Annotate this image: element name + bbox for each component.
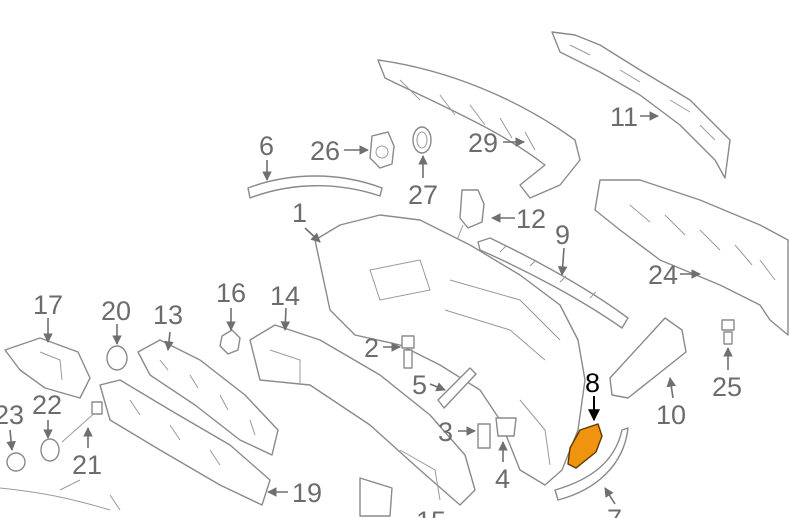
stud-part	[61, 401, 103, 443]
callout-23: 23	[0, 400, 24, 430]
callout-24: 24	[648, 260, 678, 290]
callout-21: 21	[72, 450, 102, 480]
sensor-ring-part	[412, 126, 432, 154]
callout-22: 22	[32, 390, 62, 420]
cap-part	[40, 438, 60, 462]
callout-4: 4	[495, 464, 510, 494]
callout-6: 6	[259, 131, 274, 161]
nut-part	[219, 329, 241, 355]
diffuser-upper-part	[377, 59, 581, 199]
fastener-part	[721, 319, 735, 345]
callout-8: 8	[585, 368, 600, 398]
callout-3: 3	[438, 417, 453, 447]
clip-nut-part	[495, 417, 517, 437]
callout-7: 7	[607, 504, 622, 518]
callout-19: 19	[292, 478, 322, 508]
reflector-strip-part	[477, 237, 629, 329]
upper-trim-strip-part	[551, 31, 731, 179]
grommet-part	[106, 345, 128, 371]
side-trim-part	[609, 317, 687, 399]
screw-part	[477, 423, 491, 449]
small-nut-part	[6, 452, 26, 472]
impact-bar-part	[249, 324, 476, 506]
wiring-harness-part	[0, 479, 121, 511]
callout-26: 26	[310, 136, 340, 166]
lower-strip-part	[554, 427, 629, 501]
callout-2: 2	[364, 333, 379, 363]
bolt-part	[401, 335, 415, 369]
callout-5: 5	[412, 370, 427, 400]
highlighted-bracket-part	[567, 423, 603, 469]
license-plate-holder-part	[359, 477, 393, 517]
energy-absorber-part	[137, 339, 279, 456]
trim-strip-part	[247, 175, 383, 199]
callout-14: 14	[270, 281, 300, 311]
callout-27: 27	[408, 180, 438, 210]
clip-part	[437, 367, 477, 409]
diffuser-lower-part	[594, 179, 789, 336]
callout-16: 16	[216, 278, 246, 308]
callout-10: 10	[656, 400, 686, 430]
callout-20: 20	[101, 296, 131, 326]
callout-29: 29	[468, 128, 498, 158]
callout-15: 15	[416, 506, 446, 518]
callout-11: 11	[610, 102, 638, 132]
callout-13: 13	[153, 300, 183, 330]
callout-1: 1	[292, 198, 307, 228]
leader-lines	[6, 111, 733, 505]
side-bracket-part	[4, 337, 91, 399]
callout-25: 25	[712, 372, 742, 402]
bracket-part	[454, 189, 485, 246]
callout-labels: 1 2 3 4 5 6 7 8 9 10 11 12 13 14 15 16 1…	[0, 102, 742, 518]
sensor-holder-part	[369, 131, 395, 169]
callout-12: 12	[516, 204, 546, 234]
lower-absorber-part	[99, 379, 271, 506]
callout-9: 9	[555, 220, 570, 250]
callout-17: 17	[33, 290, 63, 320]
